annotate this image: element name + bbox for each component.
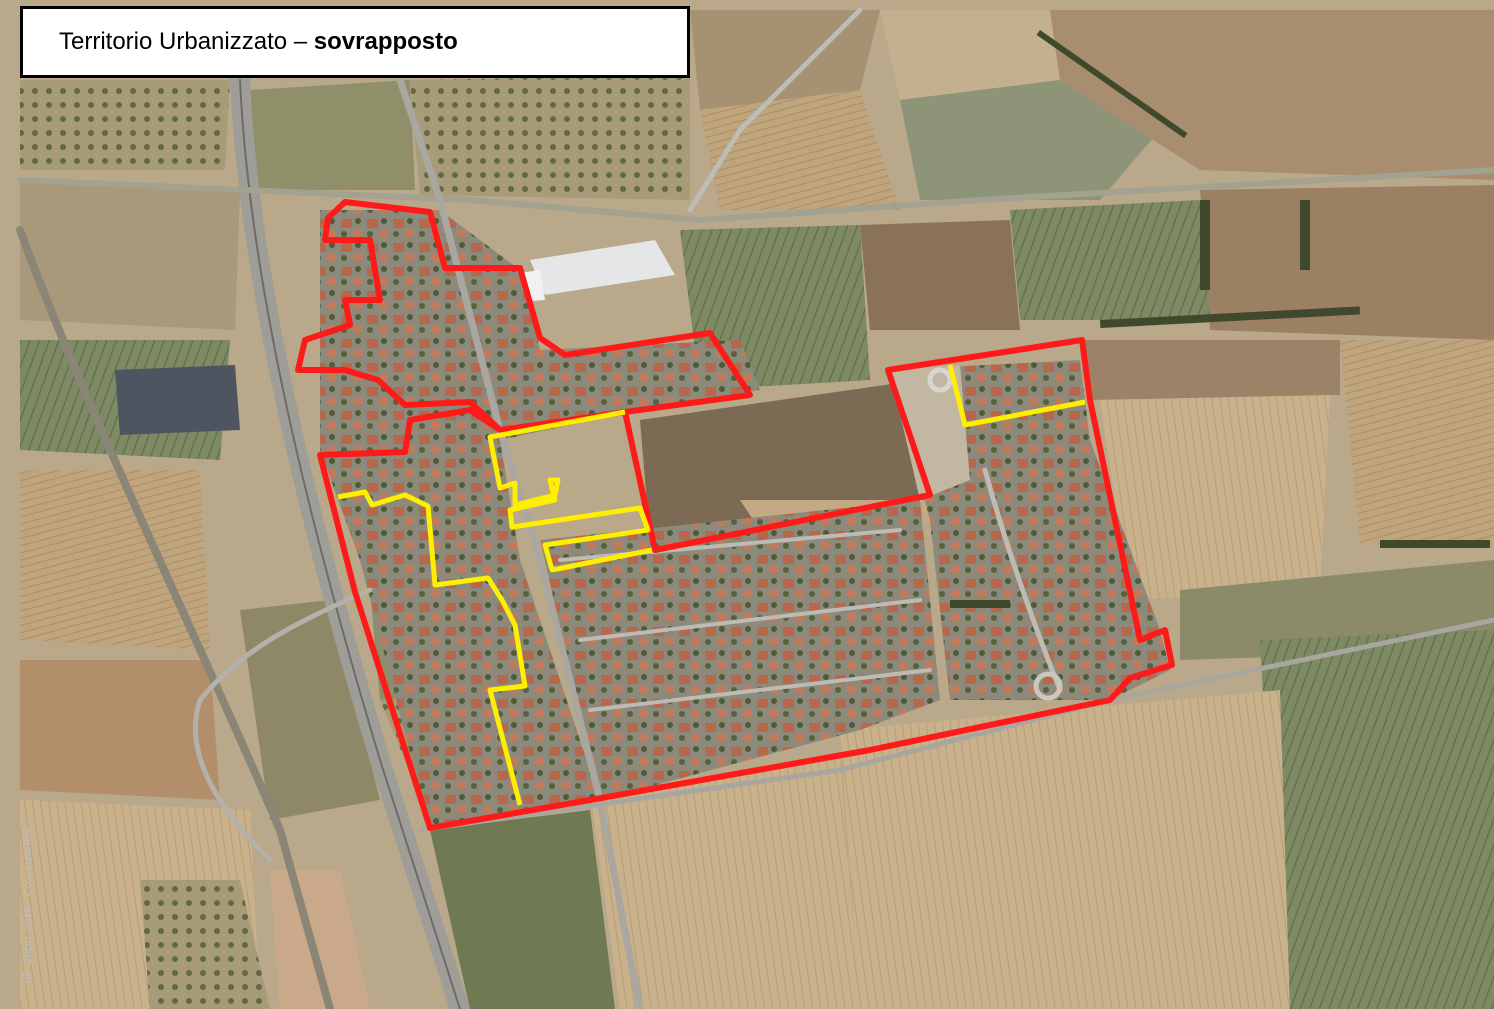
roads	[16, 7, 1494, 1009]
sovrapposto-area-east[interactable]	[947, 364, 1086, 428]
sovrapposto-area-west[interactable]	[337, 489, 528, 806]
map-title-main: Territorio Urbanizzato –	[59, 28, 308, 55]
map-title-emphasis: sovrapposto	[313, 28, 458, 55]
sovrapposto-areas[interactable]	[337, 364, 1086, 806]
tree-lines	[950, 29, 1490, 608]
sovrapposto-area-north[interactable]	[487, 409, 653, 573]
imagery-credit: BF_20cm_2016 - ConsorzioTeA	[22, 828, 34, 984]
territorio-urbanizzato-boundary[interactable]	[295, 199, 1175, 831]
agricultural-fields	[20, 10, 1494, 1009]
settlement	[320, 210, 1170, 830]
map-title-box: Territorio Urbanizzato – sovrapposto	[20, 6, 690, 78]
